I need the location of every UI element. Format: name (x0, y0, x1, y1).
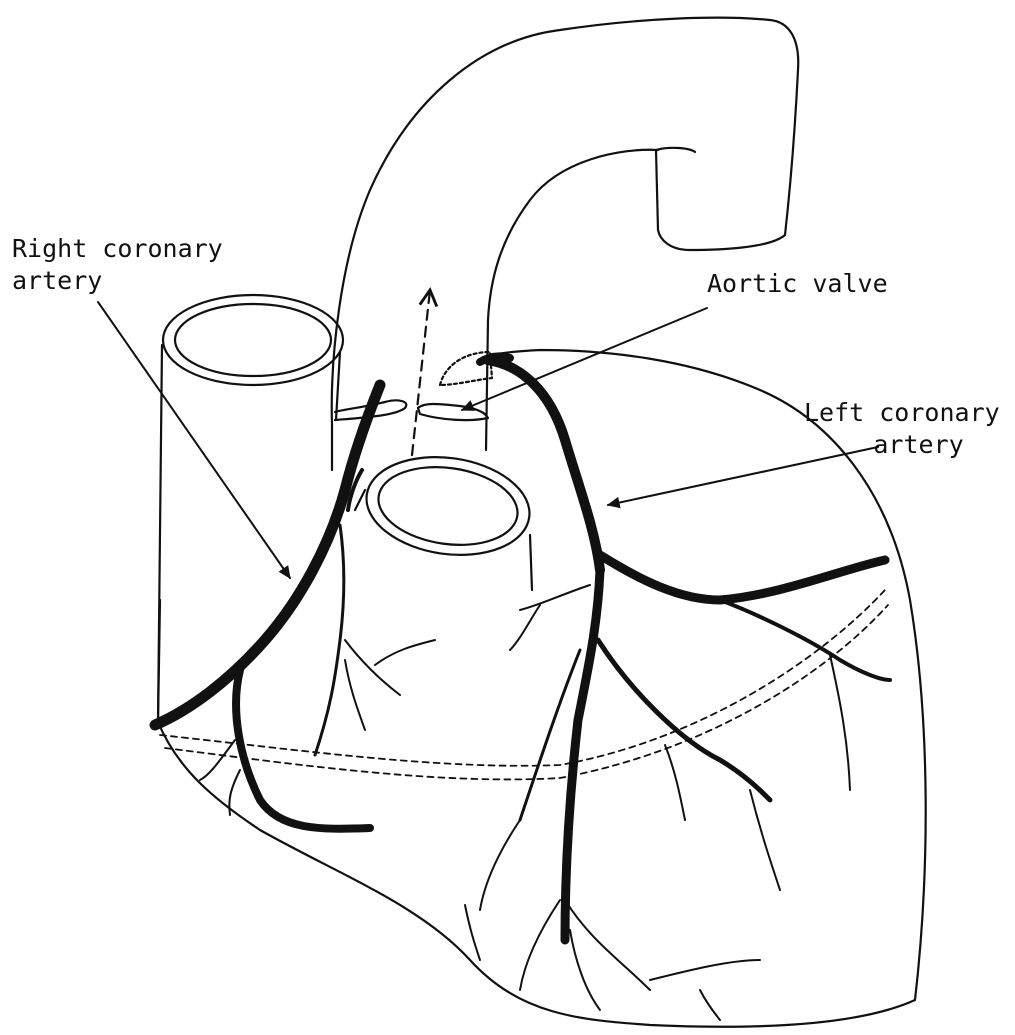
rca-leader-line (98, 302, 290, 578)
lca-branch-f (520, 585, 590, 610)
lca-branch-i (750, 790, 780, 890)
lca-branch-e (520, 900, 560, 990)
svc-inner-rim (175, 304, 331, 376)
lca-lad (565, 570, 600, 940)
rca-branch-2 (345, 640, 400, 695)
lca-branch-g (510, 605, 540, 650)
lca-branch-j (830, 655, 850, 790)
label-rca-line1: Right coronary (12, 233, 223, 265)
lca-circumflex (600, 555, 885, 600)
rca-main (155, 385, 380, 725)
svc-outer-rim (163, 295, 343, 385)
lca-circumflex-branch (720, 600, 890, 680)
label-lca-line2: artery (804, 429, 964, 461)
aorta-outer (332, 18, 798, 425)
aorta-inner (486, 150, 658, 450)
lca-branch-k (650, 960, 760, 980)
lca-branch-m (465, 905, 480, 960)
rca-branch-4 (345, 660, 365, 730)
lca-branch-d (570, 930, 600, 1010)
lca-branch-b (480, 820, 520, 910)
label-left-coronary-artery: Left coronary artery (804, 397, 1000, 461)
blood-flow-arrow (412, 290, 430, 455)
lca-diagonal (598, 640, 770, 800)
lca-branch-l (700, 990, 720, 1020)
label-right-coronary-artery: Right coronary artery (12, 233, 223, 297)
rca-branch-3 (375, 640, 435, 665)
label-aortic-valve: Aortic valve (707, 268, 888, 300)
lca-branch-c (565, 900, 650, 990)
pulmonary-stem-left (355, 490, 365, 510)
lca-branch-h (665, 745, 685, 820)
pulmonary-outer (360, 447, 536, 565)
rca-marginal (236, 670, 370, 829)
label-lca-line1: Left coronary (804, 397, 1000, 429)
label-aortic-line1: Aortic valve (707, 268, 888, 300)
rca-branch-5 (200, 740, 235, 780)
pulmonary-stem-right (530, 535, 532, 590)
valve-cusp-right (418, 404, 488, 420)
label-rca-line2: artery (12, 265, 223, 297)
av-groove-line-1 (160, 590, 885, 766)
